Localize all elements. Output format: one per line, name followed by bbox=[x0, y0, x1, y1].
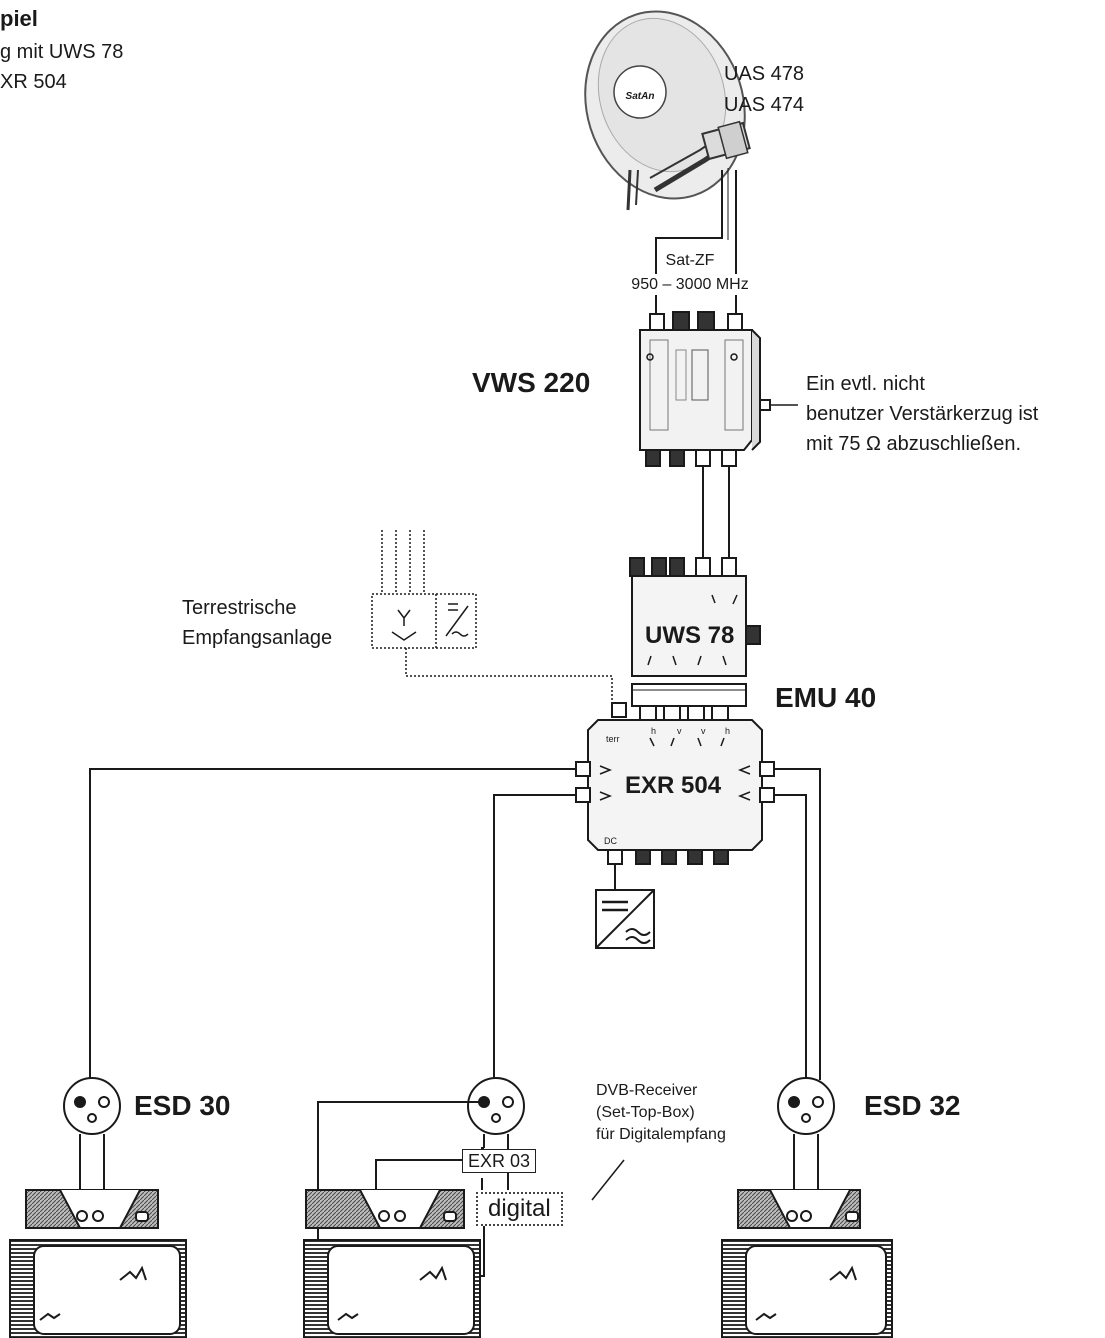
receiver-middle bbox=[305, 1189, 465, 1229]
receiver-left bbox=[25, 1189, 159, 1229]
sat-zf-frequency: 950 – 3000 MHz bbox=[610, 274, 770, 295]
tv-right bbox=[721, 1239, 893, 1338]
wall-outlet-esd-32 bbox=[777, 1077, 835, 1190]
sat-zf-label: Sat-ZF bbox=[657, 250, 723, 271]
terrestrial-label-line-1: Terrestrische bbox=[182, 597, 297, 619]
exr-504-label: EXR 504 bbox=[625, 772, 722, 799]
tv-middle bbox=[303, 1239, 481, 1338]
esd-32-label: ESD 32 bbox=[864, 1090, 961, 1121]
power-supply-icon bbox=[595, 889, 655, 949]
vws-220-label: VWS 220 bbox=[472, 367, 591, 398]
subtitle-line-1: g mit UWS 78 bbox=[0, 41, 124, 63]
port-dc-label: DC bbox=[604, 836, 617, 846]
dish-brand-text: SatAn bbox=[626, 91, 655, 102]
vws-220-device bbox=[639, 311, 771, 467]
port-terr-label: terr bbox=[606, 734, 620, 744]
dvb-receiver-line-2: (Set-Top-Box) bbox=[596, 1104, 695, 1121]
receiver-right bbox=[737, 1189, 861, 1229]
subtitle-line-2: XR 504 bbox=[0, 71, 67, 93]
exr-03-label: EXR 03 bbox=[462, 1149, 537, 1173]
esd-30-label: ESD 30 bbox=[134, 1090, 231, 1121]
emu-40-label: EMU 40 bbox=[775, 682, 877, 713]
port-v2-label: v bbox=[701, 726, 706, 736]
satellite-dish-icon bbox=[584, 10, 751, 211]
digital-receiver-label: digital bbox=[476, 1192, 563, 1226]
page-title: piel bbox=[0, 6, 38, 31]
uws-78-label: UWS 78 bbox=[645, 622, 735, 649]
uws-78-device bbox=[629, 557, 761, 677]
terrestrial-label-line-2: Empfangsanlage bbox=[182, 627, 333, 649]
port-v1-label: v bbox=[677, 726, 682, 736]
tv-left bbox=[9, 1239, 187, 1338]
uas-478-label: UAS 478 bbox=[724, 63, 805, 85]
dvb-receiver-line-1: DVB-Receiver bbox=[596, 1082, 698, 1099]
terrestrial-antenna-icon bbox=[371, 530, 613, 703]
wall-outlet-esd-30 bbox=[63, 1077, 121, 1190]
note-line-1: Ein evtl. nicht bbox=[806, 373, 925, 395]
dvb-receiver-line-3: für Digitalempfang bbox=[596, 1126, 726, 1143]
exr-504-device bbox=[575, 702, 775, 865]
port-h2-label: h bbox=[725, 726, 730, 736]
port-h1-label: h bbox=[651, 726, 656, 736]
uas-474-label: UAS 474 bbox=[724, 94, 805, 116]
emu-40-device bbox=[631, 683, 747, 707]
note-line-2: benutzer Verstärkerzug ist bbox=[806, 403, 1039, 425]
note-line-3: mit 75 Ω abzuschließen. bbox=[806, 433, 1022, 455]
